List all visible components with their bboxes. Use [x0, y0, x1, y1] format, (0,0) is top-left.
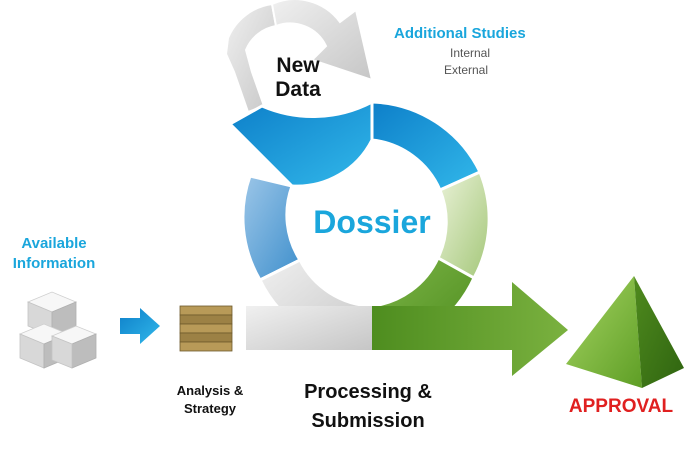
pyramid-icon	[566, 276, 684, 388]
document-stack-icon	[179, 305, 233, 352]
additional-studies-label: Additional Studies	[394, 25, 526, 42]
dossier-label: Dossier	[313, 204, 431, 240]
ring-segment-blue-top-left	[227, 99, 374, 188]
cubes-icon	[18, 291, 98, 369]
arrow-right-icon	[120, 308, 160, 344]
green-output-arrow	[372, 282, 568, 376]
internal-label: Internal	[450, 46, 491, 60]
gray-feed-band	[246, 306, 372, 350]
new-data-loop	[224, 0, 374, 114]
dossier-ring	[227, 99, 491, 352]
processing-submission-label: Processing & Submission	[304, 381, 432, 432]
ring-segment-blue-top-right	[370, 100, 483, 192]
analysis-strategy-label: Analysis & Strategy	[176, 383, 244, 416]
available-information-label: Available Information	[12, 235, 96, 272]
new-data-label: New Data	[275, 54, 321, 101]
external-label: External	[444, 63, 489, 77]
approval-label: APPROVAL	[568, 396, 674, 417]
